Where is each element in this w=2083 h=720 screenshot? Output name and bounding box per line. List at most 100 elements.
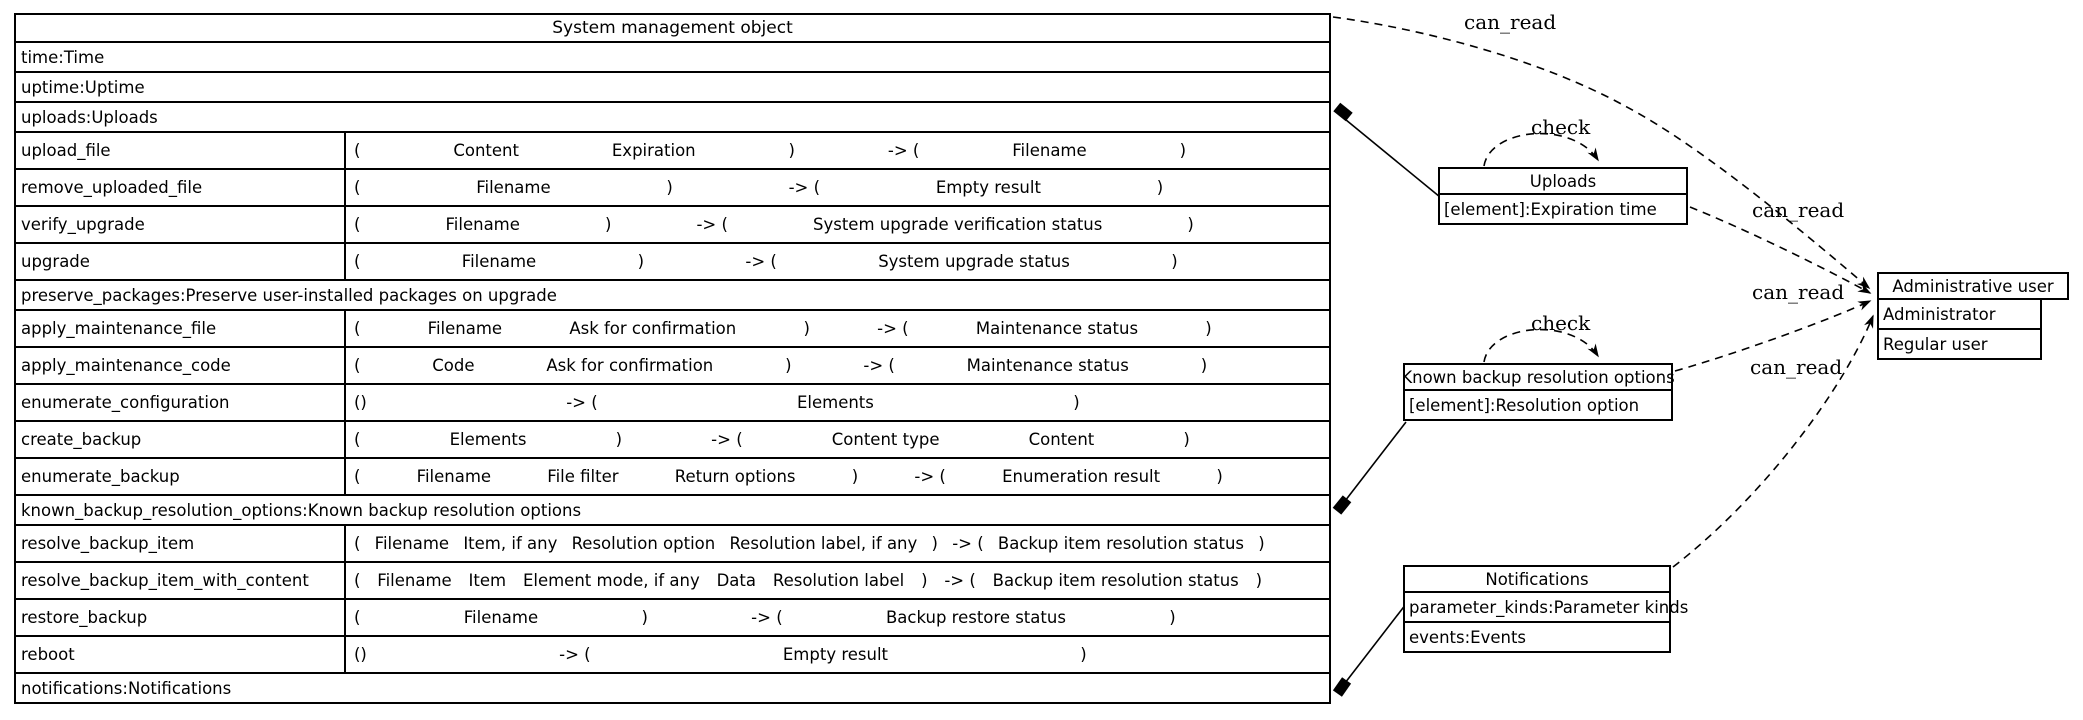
known-backup-resolution-options-title: Known backup resolution options [1401, 363, 1675, 391]
signature-token: () [354, 393, 367, 412]
attribute-row: parameter_kinds:Parameter kinds [1403, 593, 1688, 623]
method-signature: () -> ( Elements) [346, 385, 1329, 420]
signature-token: Resolution label, if any [729, 534, 918, 553]
method-name: verify_upgrade [16, 207, 346, 242]
signature-token: Elements [796, 393, 874, 412]
signature-token: ( [354, 571, 361, 590]
composition-diamond-known-options [1332, 495, 1352, 515]
signature-token: ) [1200, 356, 1208, 375]
notifications-title: Notifications [1403, 565, 1671, 593]
signature-token: Filename [377, 571, 452, 590]
method-name: apply_maintenance_file [16, 311, 346, 346]
signature-token: -> ( [788, 178, 821, 197]
signature-token: Filename [476, 178, 551, 197]
known-backup-resolution-options-box: Known backup resolution options[element]… [1401, 363, 1675, 421]
signature-token: ) [1171, 252, 1178, 271]
signature-token: -> ( [566, 393, 598, 412]
signature-token: Expiration [611, 141, 696, 160]
signature-token: Resolution option [571, 534, 716, 553]
signature-token: Backup item resolution status [992, 571, 1239, 590]
signature-token: -> ( [745, 252, 777, 271]
method-row: restore_backup(Filename)-> (Backup resto… [16, 598, 1329, 635]
method-name: resolve_backup_item_with_content [16, 563, 346, 598]
signature-token: Filename [461, 252, 537, 271]
signature-token: Maintenance status [975, 319, 1139, 338]
signature-token: ) [788, 141, 795, 160]
method-signature: (Filename)-> (Empty result) [346, 170, 1329, 205]
administrative-user-title: Administrative user [1877, 272, 2069, 300]
signature-token: System upgrade status [878, 252, 1070, 271]
method-row: reboot () -> ( Empty result) [16, 635, 1329, 672]
signature-token: Elements [449, 430, 527, 449]
signature-token: Empty result [935, 178, 1041, 197]
signature-token: ) [1205, 319, 1212, 338]
method-signature: (Filename)-> (System upgrade verificatio… [346, 207, 1329, 242]
signature-token: ) [803, 319, 810, 338]
signature-token: ) [1073, 393, 1080, 412]
signature-token: Empty result [782, 645, 889, 664]
signature-token: Filename [463, 608, 539, 627]
signature-token: ) [921, 571, 928, 590]
attribute-row: events:Events [1403, 623, 1671, 653]
signature-token: Ask for confirmation [546, 356, 714, 375]
signature-token: ( [354, 252, 361, 271]
signature-token: Enumeration result [1002, 467, 1161, 486]
method-name: restore_backup [16, 600, 346, 635]
table-title: System management object [552, 18, 793, 38]
method-name: create_backup [16, 422, 346, 457]
signature-token: ( [354, 319, 361, 338]
signature-token: ) [1187, 215, 1194, 234]
signature-token: ( [354, 534, 361, 553]
signature-token: ( [354, 467, 361, 486]
signature-token: ) [1080, 645, 1087, 664]
signature-token: () [354, 645, 367, 664]
edge-label-can-read: can_read [1752, 198, 1845, 222]
attribute-row: notifications:Notifications [16, 672, 1329, 702]
attribute-row: Regular user [1877, 330, 2042, 360]
signature-token: -> ( [887, 141, 920, 160]
method-name: upgrade [16, 244, 346, 279]
composition-edge-uploads [1339, 114, 1441, 198]
signature-token: ) [851, 467, 859, 486]
edge-label-can-read: can_read [1750, 355, 1843, 379]
composition-diamond-uploads [1333, 102, 1353, 122]
signature-token: ) [1183, 430, 1190, 449]
uploads-title: Uploads [1438, 167, 1688, 195]
method-name: enumerate_configuration [16, 385, 346, 420]
signature-token: Backup item resolution status [997, 534, 1244, 553]
signature-token: ) [931, 534, 938, 553]
signature-token: -> ( [696, 215, 728, 234]
signature-token: Code [432, 356, 475, 375]
signature-token: Maintenance status [966, 356, 1129, 375]
signature-token: ) [1156, 178, 1164, 197]
attribute-row: [element]:Resolution option [1403, 391, 1673, 421]
signature-token: ) [641, 608, 648, 627]
method-row: enumerate_configuration () -> ( Elements) [16, 383, 1329, 420]
method-name: remove_uploaded_file [16, 170, 346, 205]
attribute-row: uptime:Uptime [16, 71, 1329, 101]
signature-token: -> ( [751, 608, 783, 627]
edge-label-check: check [1531, 311, 1591, 335]
method-signature: () -> ( Empty result) [346, 637, 1329, 672]
method-name: reboot [16, 637, 346, 672]
signature-token: Filename [427, 319, 503, 338]
signature-token: Resolution label [772, 571, 905, 590]
signature-token: ( [354, 608, 361, 627]
signature-token: Content type [831, 430, 940, 449]
signature-token: ) [637, 252, 644, 271]
signature-token: Item [468, 571, 507, 590]
signature-token: ( [354, 178, 361, 197]
signature-token: -> ( [559, 645, 591, 664]
attribute-row: preserve_packages:Preserve user-installe… [16, 279, 1329, 309]
signature-token: Filename [1012, 141, 1087, 160]
signature-token: ) [1216, 467, 1223, 486]
